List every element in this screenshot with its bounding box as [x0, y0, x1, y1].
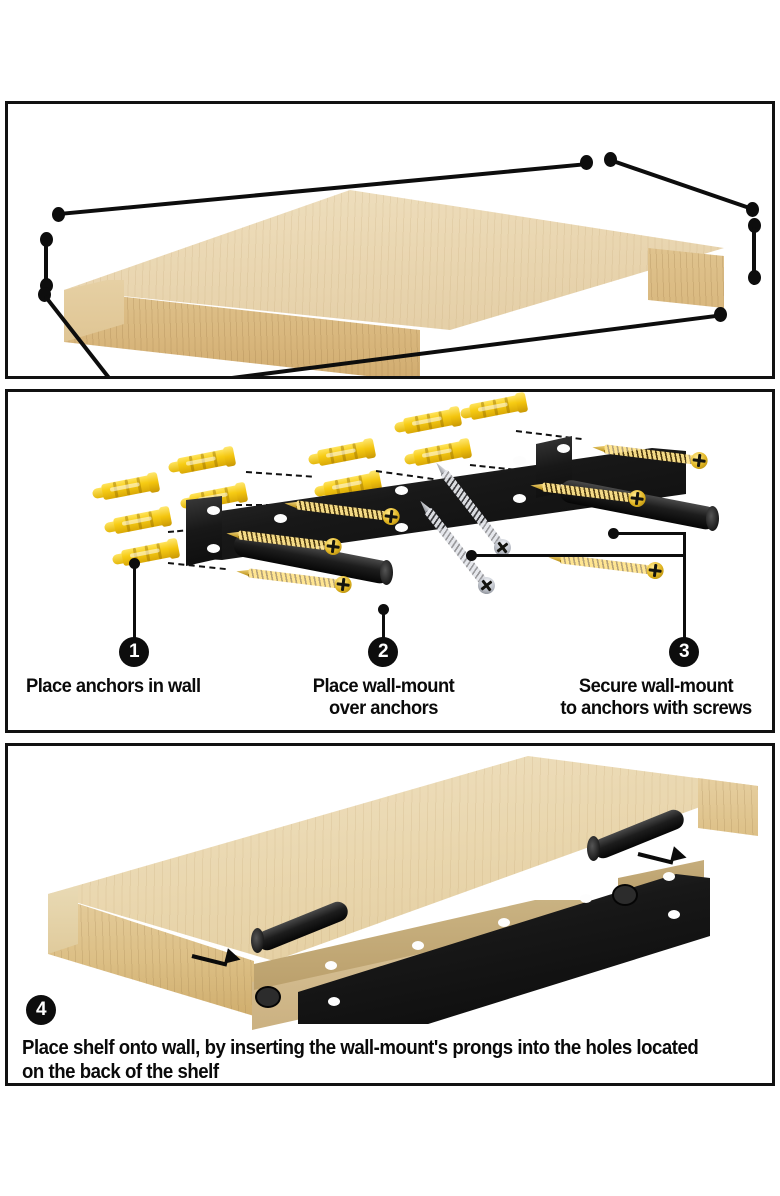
bracket-prong-tip [251, 928, 264, 953]
step-badge-2: 2 [368, 637, 398, 667]
step-3-branch-silver [472, 554, 686, 557]
wall-anchor-icon [307, 437, 377, 468]
dimension-endpoint-dot [40, 232, 53, 247]
step-3-branch-dot-brass [608, 528, 619, 539]
dimension-endpoint-dot [714, 307, 727, 322]
panel-3-stage: 4 [8, 746, 772, 1083]
step-1-caption: Place anchors in wall [26, 675, 201, 697]
panel-2-stage: 1 2 3 Place anchors in wall Place wall-m… [8, 392, 772, 730]
bracket-hole [668, 910, 680, 919]
wall-anchor-icon [167, 445, 237, 476]
shelf-right-end-edge [698, 778, 758, 836]
step-badge-1: 1 [119, 637, 149, 667]
bracket-hole [498, 918, 510, 927]
wall-anchor-icon [393, 405, 463, 436]
shelf-left-end-edge [48, 886, 78, 954]
bracket-hole [207, 544, 220, 553]
shelf-mounting-panel: 4 [5, 743, 775, 1086]
wall-anchor-icon [103, 505, 173, 536]
step-2-caption: Place wall-mount over anchors [312, 675, 455, 719]
bracket-hole [395, 523, 408, 532]
step-3-caption: Secure wall-mount to anchors with screws [560, 675, 752, 719]
step-badge-4: 4 [26, 995, 56, 1025]
product-dimensions-panel [5, 101, 775, 379]
step-3-branch-brass [614, 532, 686, 535]
step-3-leader-vertical [683, 532, 686, 650]
bracket-hole [663, 872, 675, 881]
bracket-hole [580, 894, 592, 903]
step-3-branch-dot-silver [466, 550, 477, 561]
insertion-arrow-head-right [670, 846, 689, 866]
bracket-prong-tip [587, 836, 600, 861]
step-2-leader-line [382, 610, 385, 650]
step-1-leader-line [133, 564, 136, 648]
bracket-hole [207, 506, 220, 515]
bracket-hole [325, 961, 337, 970]
dimension-endpoint-dot [748, 270, 761, 285]
dimension-endpoint-dot [748, 218, 761, 233]
bracket-washer [255, 986, 281, 1008]
wall-mount-hardware-panel: 1 2 3 Place anchors in wall Place wall-m… [5, 389, 775, 733]
insertion-arrow-shaft-right [637, 852, 674, 865]
bracket-hole [513, 456, 526, 465]
step-1-leader-dot [129, 558, 140, 569]
wall-anchor-icon [459, 392, 529, 422]
panel-1-stage [8, 104, 772, 376]
anchor-leader-line [245, 471, 312, 478]
bracket-hole [557, 444, 570, 453]
dimension-endpoint-dot [746, 202, 759, 217]
bracket-hole [412, 941, 424, 950]
shelf-right-edge [648, 248, 724, 308]
step-4-caption: Place shelf onto wall, by inserting the … [22, 1037, 699, 1083]
bracket-hole [513, 494, 526, 503]
bracket-prong-tip [380, 560, 393, 585]
step-2-leader-dot [378, 604, 389, 615]
anchor-leader-line [375, 470, 434, 481]
dimension-line-depth-top [609, 158, 751, 211]
bracket-hole [395, 486, 408, 495]
bracket-washer [612, 884, 638, 906]
step-badge-3: 3 [669, 637, 699, 667]
wall-anchor-icon [91, 471, 161, 502]
dimension-endpoint-dot [580, 155, 593, 170]
bracket-prong-tip [706, 506, 719, 531]
bracket-hole [328, 997, 340, 1006]
bracket-hole [274, 514, 287, 523]
